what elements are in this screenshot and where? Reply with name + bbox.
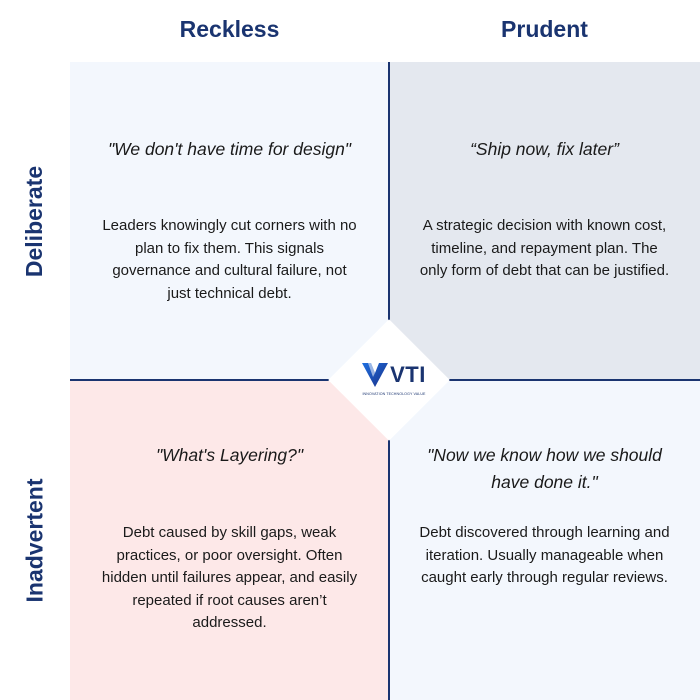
- quadrant-quote: “Ship now, fix later”: [470, 139, 619, 159]
- column-header-reckless: Reckless: [179, 16, 280, 42]
- row-header-deliberate-label: Deliberate: [21, 165, 48, 277]
- logo-text: VTI: [390, 362, 426, 387]
- quadrant-quote: "Now we know how we should have done it.…: [427, 445, 662, 492]
- logo-tagline: INNOVATION TECHNOLOGY VALUE: [362, 392, 426, 396]
- vti-logo-icon: [362, 363, 389, 387]
- quadrant-prudent-deliberate: “Ship now, fix later” A strategic decisi…: [389, 62, 700, 380]
- quadrant-description: Leaders knowingly cut corners with no pl…: [102, 217, 357, 302]
- vti-logo: VTI INNOVATION TECHNOLOGY VALUE: [354, 362, 434, 402]
- quadrant-description: Debt discovered through learning and ite…: [419, 524, 670, 586]
- row-header-inadvertent-label: Inadvertent: [21, 478, 48, 602]
- quadrant-reckless-inadvertent: "What's Layering?" Debt caused by skill …: [70, 380, 389, 700]
- quadrant-reckless-deliberate: "We don't have time for design" Leaders …: [70, 62, 389, 380]
- column-header-prudent: Prudent: [501, 16, 588, 42]
- quadrant-description: A strategic decision with known cost, ti…: [419, 217, 670, 279]
- quadrant-prudent-inadvertent: "Now we know how we should have done it.…: [389, 380, 700, 700]
- quadrant-description: Debt caused by skill gaps, weak practice…: [101, 524, 358, 631]
- row-header-inadvertent: Inadvertent: [0, 380, 70, 700]
- quadrant-quote: "We don't have time for design": [107, 139, 352, 159]
- row-header-deliberate: Deliberate: [0, 62, 70, 380]
- logo-mark: VTI: [362, 362, 426, 388]
- quadrant-quote: "What's Layering?": [155, 445, 304, 465]
